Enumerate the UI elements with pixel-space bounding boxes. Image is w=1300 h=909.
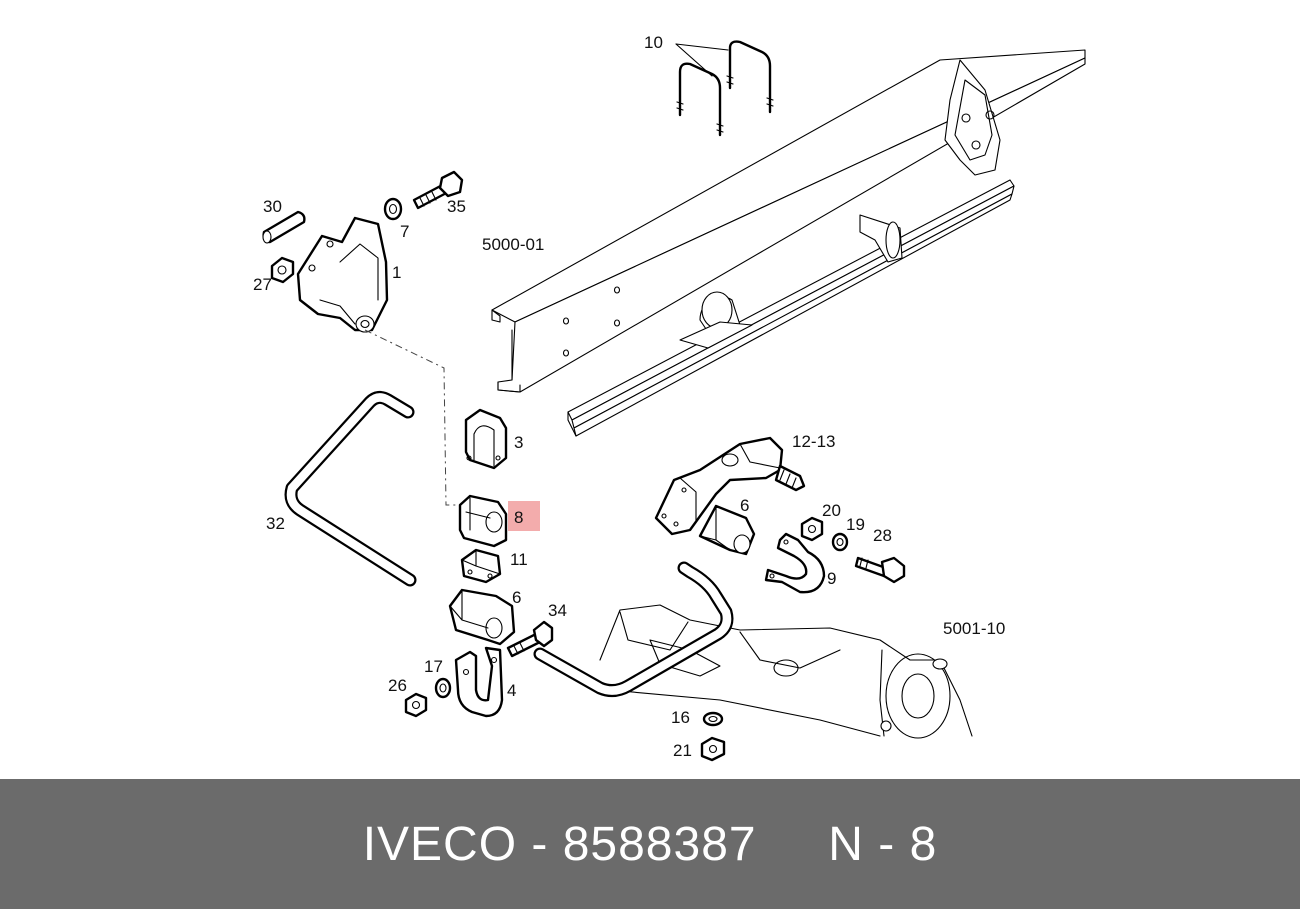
- callout-34: 34: [548, 601, 567, 620]
- clamp-6-left: [448, 588, 516, 646]
- callout-7: 7: [400, 222, 409, 241]
- frame-rail: [491, 49, 1086, 393]
- nut-21: [700, 736, 726, 762]
- callout-8: 8: [514, 508, 523, 527]
- washer-17: [434, 677, 452, 699]
- spacer: [757, 818, 829, 871]
- callout-30: 30: [263, 197, 282, 216]
- alignment-line: [364, 329, 466, 506]
- washer-16: [702, 711, 724, 727]
- diagram-drawing: 10 30 35 7 1 27 5000-01 3 8 11 6 32 12-1…: [253, 33, 1086, 762]
- callout-9: 9: [827, 569, 836, 588]
- separator: -: [517, 817, 563, 871]
- callout-4: 4: [507, 681, 516, 700]
- callout-6-left: 6: [512, 588, 521, 607]
- callout-16: 16: [671, 708, 690, 727]
- highlight-box: [508, 501, 540, 531]
- callout-17: 17: [424, 657, 443, 676]
- callout-10: 10: [644, 33, 663, 52]
- part-number-caption: IVECO - 8588387 N - 8: [363, 817, 938, 872]
- part-number: 8588387: [562, 817, 757, 871]
- callout-32: 32: [266, 514, 285, 533]
- position-prefix: N: [828, 817, 864, 871]
- clamp-9: [764, 532, 826, 594]
- washer-19: [831, 532, 849, 552]
- callout-27: 27: [253, 275, 272, 294]
- bushing-3: [464, 408, 508, 470]
- bushing-8: [458, 494, 508, 548]
- bolt-35: [412, 170, 464, 210]
- part-number-banner: IVECO - 8588387 N - 8: [0, 779, 1300, 909]
- leaf-spring: [567, 59, 1015, 437]
- callout-19: 19: [846, 515, 865, 534]
- nut-27: [270, 256, 295, 284]
- stabilizer-bar-front: [533, 561, 734, 698]
- pin-30: [262, 210, 306, 244]
- callout-3: 3: [514, 433, 523, 452]
- bushing-6-right: [698, 504, 756, 556]
- nut-20: [800, 516, 824, 542]
- callout-26: 26: [388, 676, 407, 695]
- callout-1: 1: [392, 263, 401, 282]
- exploded-parts-diagram: 10 30 35 7 1 27 5000-01 3 8 11 6 32 12-1…: [253, 33, 1086, 762]
- callout-35: 35: [447, 197, 466, 216]
- callout-20: 20: [822, 501, 841, 520]
- callout-28: 28: [873, 526, 892, 545]
- frame-bracket: [296, 216, 389, 333]
- callout-21: 21: [673, 741, 692, 760]
- bolt-28: [854, 556, 906, 584]
- bracket-12-13: [654, 436, 806, 536]
- bolt-34: [506, 620, 554, 658]
- callout-11: 11: [510, 550, 528, 569]
- brand-name: IVECO: [362, 817, 518, 871]
- separator: -: [863, 817, 910, 871]
- nut-26: [404, 692, 428, 718]
- ref-5000-01: 5000-01: [482, 235, 544, 254]
- strap-4: [454, 646, 504, 718]
- block-11: [460, 548, 502, 584]
- callout-6-right: 6: [740, 496, 749, 515]
- ref-5001-10: 5001-10: [943, 619, 1005, 638]
- position-number: 8: [909, 817, 938, 871]
- callout-labels: 10 30 35 7 1 27 5000-01 3 8 11 6 32 12-1…: [253, 33, 1005, 760]
- callout-12-13: 12-13: [792, 432, 835, 451]
- washer-7: [383, 197, 403, 221]
- u-bolts: [675, 40, 774, 137]
- stabilizer-bar: [284, 390, 417, 587]
